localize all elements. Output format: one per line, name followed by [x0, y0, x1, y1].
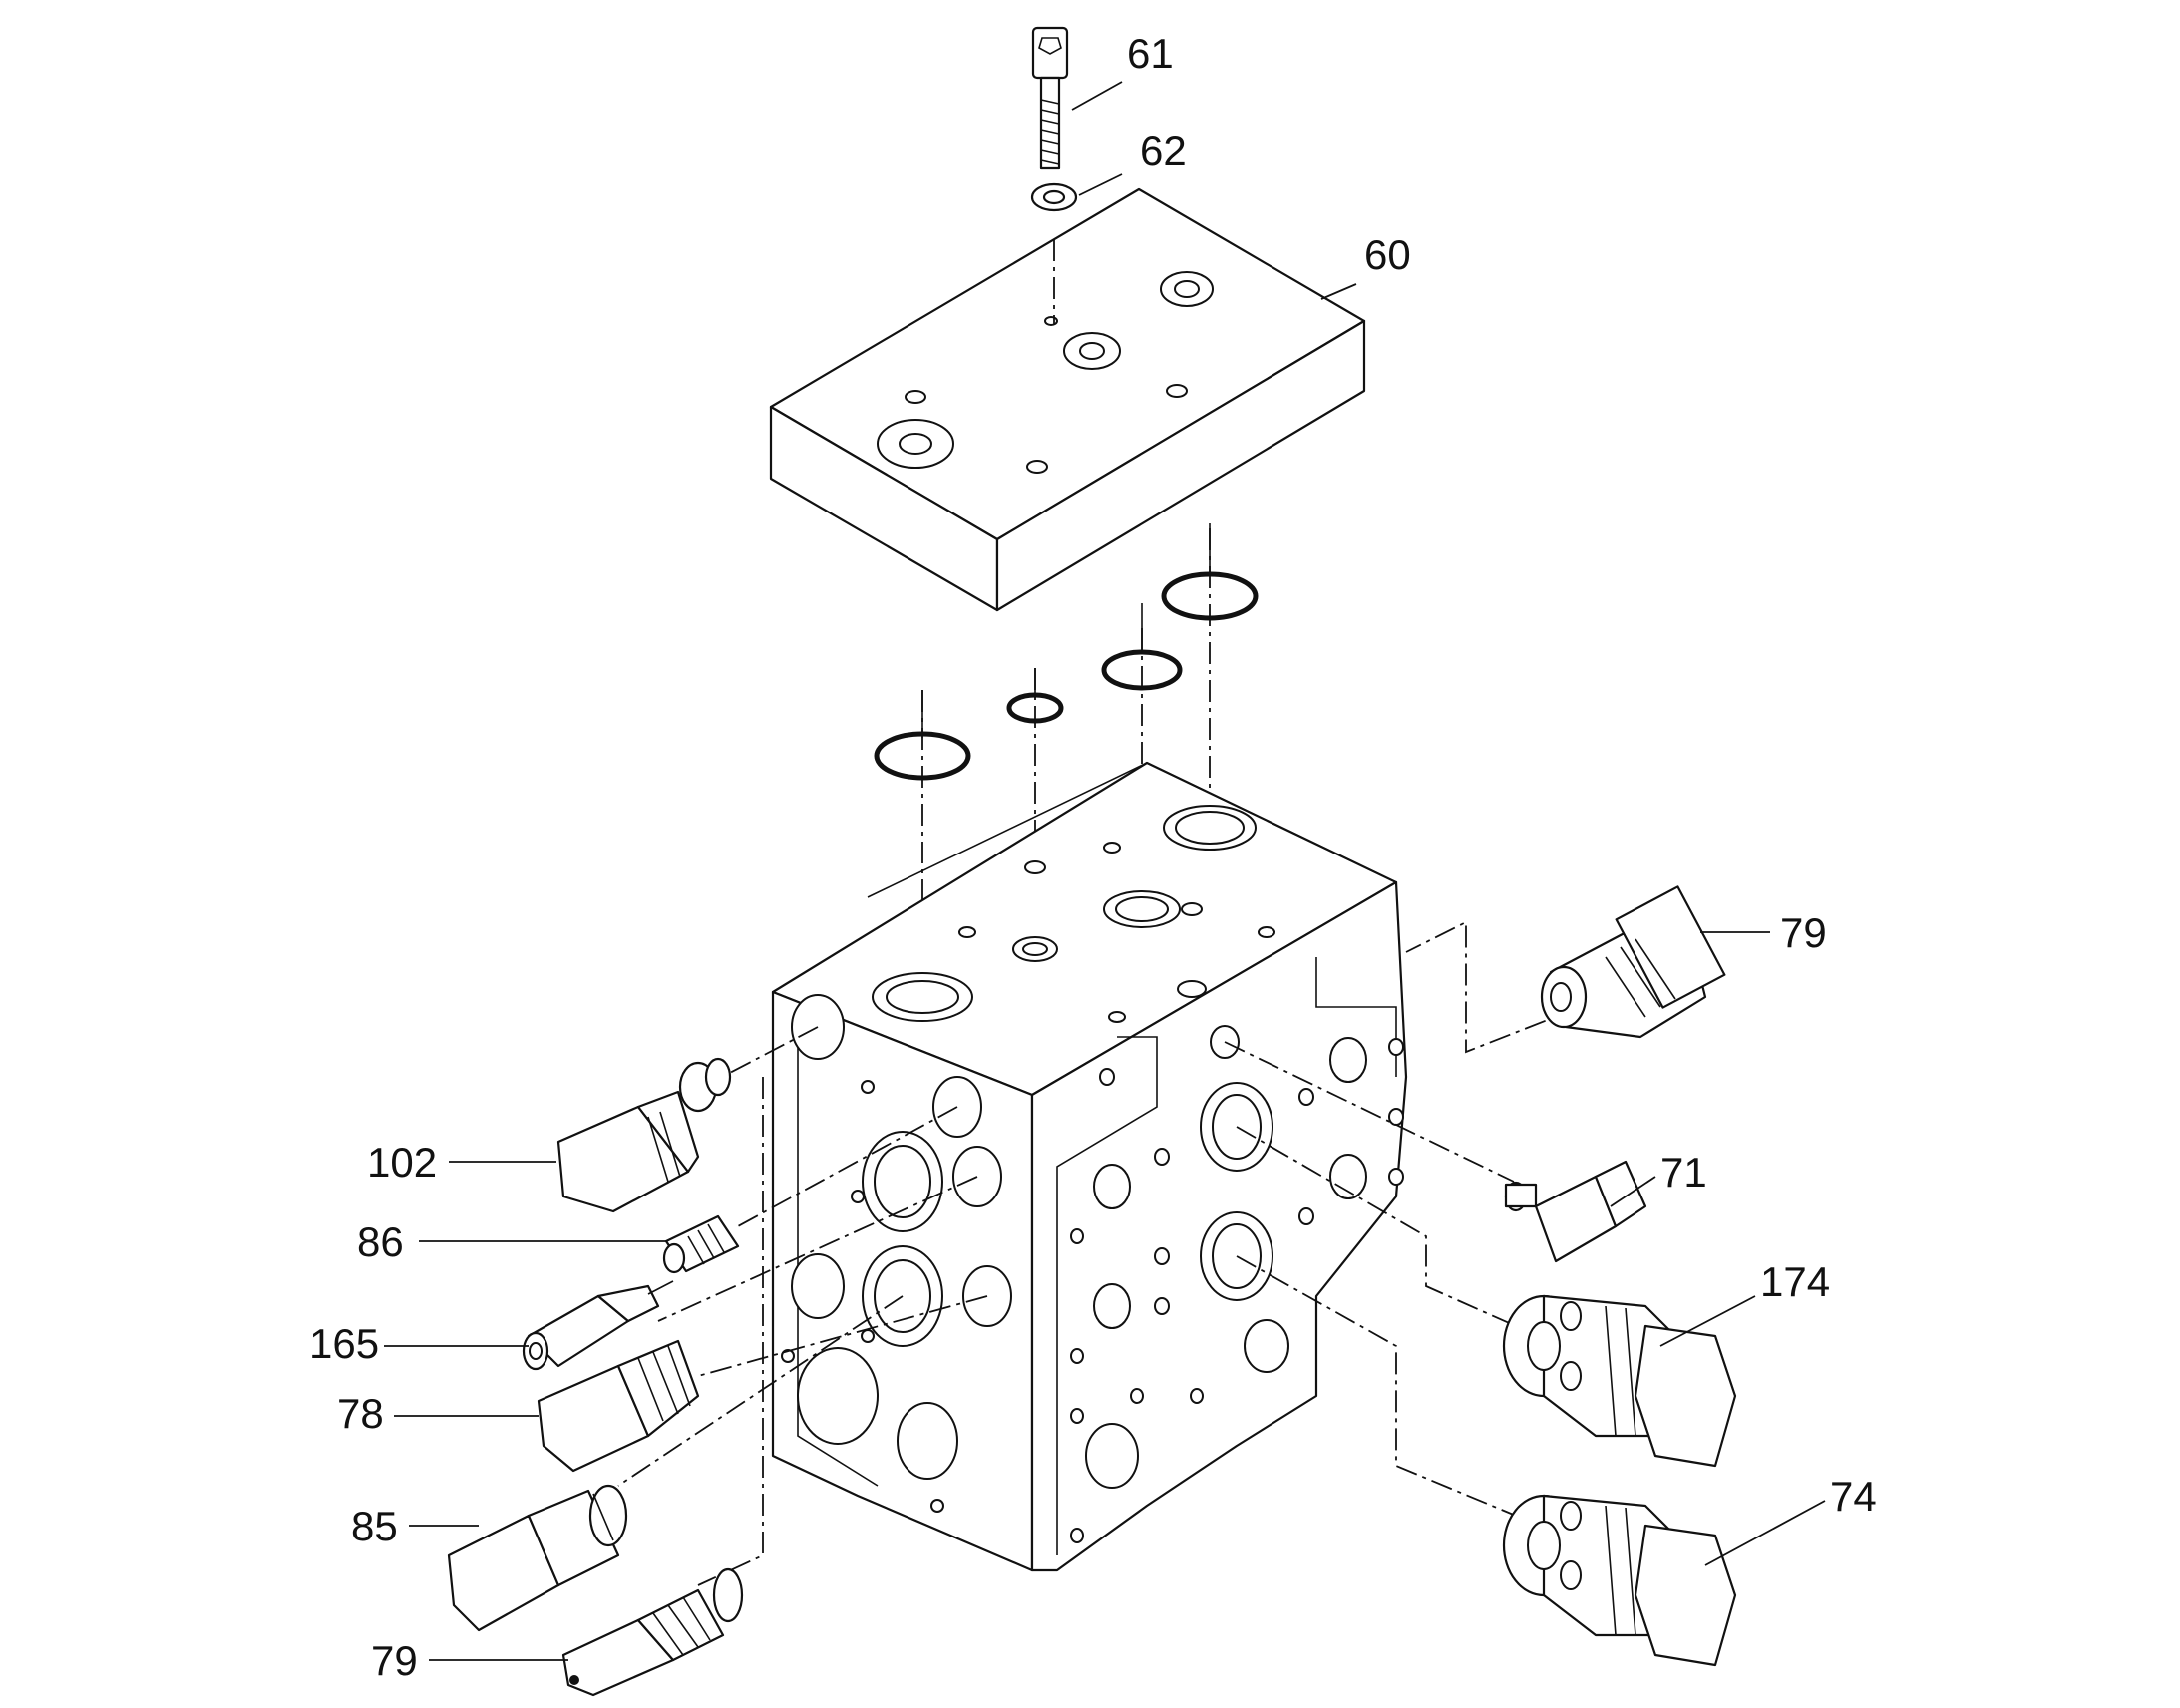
- callout-102: 102: [367, 1139, 437, 1186]
- relief-valve-79-top[interactable]: [1540, 885, 1726, 1039]
- callout-165: 165: [309, 1320, 379, 1367]
- callout-86: 86: [357, 1218, 404, 1265]
- component-centerlines: [617, 920, 1582, 1586]
- washer-62[interactable]: [1030, 182, 1078, 212]
- callout-60: 60: [1364, 231, 1411, 278]
- callout-71: 71: [1660, 1149, 1707, 1196]
- check-valve-71[interactable]: [1504, 1160, 1647, 1263]
- cartridge-valve-74[interactable]: [1502, 1494, 1737, 1667]
- callout-62: 62: [1140, 127, 1187, 173]
- relief-valve-85[interactable]: [447, 1484, 628, 1632]
- leader-lines: [384, 81, 1826, 1661]
- valve-165[interactable]: [522, 1280, 674, 1371]
- callout-85: 85: [351, 1503, 398, 1549]
- cover-plate-60[interactable]: [769, 187, 1366, 612]
- callout-labels: 61 62 60 79 71 174 74 102 86 165 78 85 7…: [309, 30, 1877, 1684]
- callout-79-top: 79: [1780, 909, 1827, 956]
- callout-61: 61: [1127, 30, 1174, 77]
- relief-valve-78[interactable]: [537, 1339, 700, 1473]
- callout-79-bottom: 79: [371, 1637, 418, 1684]
- callout-74: 74: [1830, 1473, 1877, 1520]
- bolt-61[interactable]: [1031, 26, 1069, 170]
- plug-102[interactable]: [556, 1057, 732, 1213]
- valve-block-body: [771, 761, 1408, 1572]
- o-rings[interactable]: [874, 571, 1259, 781]
- relief-valve-79-bottom[interactable]: [561, 1567, 744, 1697]
- plug-86[interactable]: [662, 1214, 740, 1274]
- callout-174: 174: [1760, 1258, 1830, 1305]
- callout-78: 78: [337, 1390, 384, 1437]
- cartridge-valve-174[interactable]: [1502, 1294, 1737, 1468]
